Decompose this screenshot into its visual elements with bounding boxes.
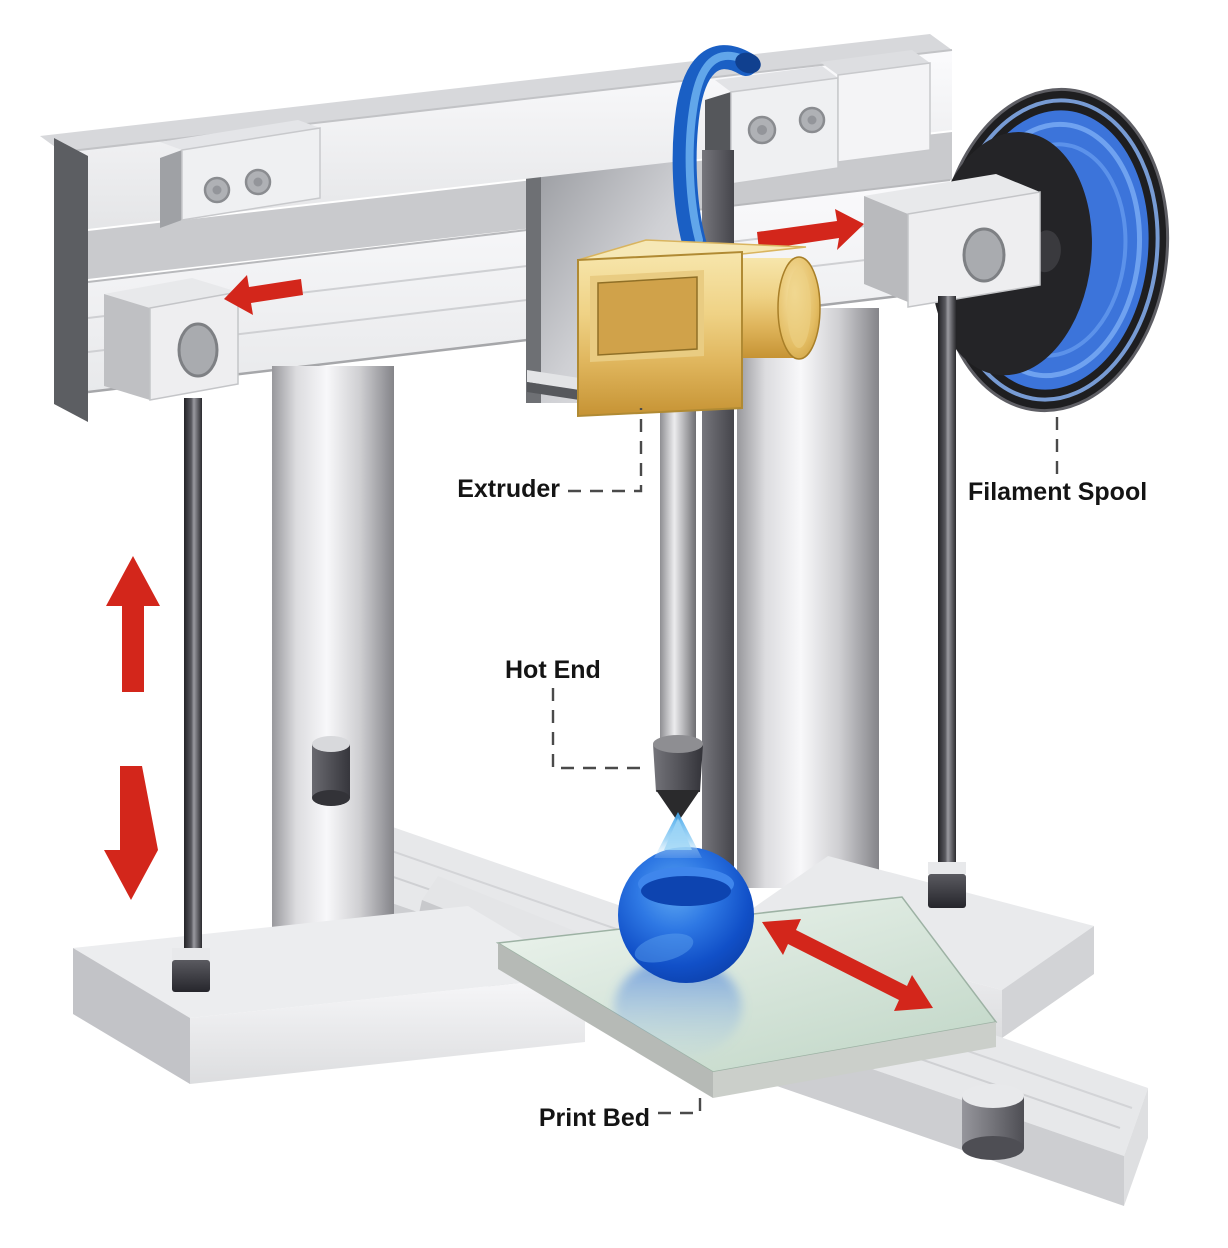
tube-end — [735, 52, 761, 74]
bracket-top-face — [715, 66, 838, 92]
bed-side-left — [498, 943, 713, 1098]
label-filament-spool: Filament Spool — [968, 478, 1147, 506]
right-column — [737, 308, 879, 888]
screw-center — [212, 185, 222, 195]
screw-center — [253, 177, 263, 187]
z-rod-right — [928, 296, 966, 908]
leader-print-bed — [658, 1094, 702, 1115]
sphere-highlight — [634, 933, 694, 963]
arrow-bed-icon — [762, 919, 933, 1011]
label-hot-end: Hot End — [505, 656, 601, 684]
extruder-motor — [742, 256, 821, 360]
screw-center — [807, 115, 817, 125]
bracket-step-front — [837, 62, 931, 163]
hot-end-nozzle — [653, 735, 703, 822]
hot-end-top — [653, 735, 703, 753]
z-rod-left — [172, 398, 210, 992]
slab-front — [190, 976, 585, 1084]
print-sphere — [618, 847, 754, 983]
x-carriage-right — [864, 174, 1041, 308]
rod-collar — [172, 948, 210, 960]
motor-end-highlight — [787, 268, 811, 348]
arrow-down-icon — [104, 766, 158, 900]
extruder-barrel — [660, 406, 696, 748]
tube-highlight — [685, 52, 744, 244]
annotations: Extruder Hot End Filament Spool Print Be… — [457, 408, 1147, 1132]
leader-hot-end — [551, 688, 648, 770]
platform-front-right — [1002, 926, 1094, 1038]
melt-glow — [654, 812, 702, 858]
carriage-hole — [177, 322, 219, 378]
left-column — [272, 366, 394, 938]
rail-peg-left — [312, 736, 350, 806]
label-extruder: Extruder — [457, 475, 560, 503]
rail-peg-right — [962, 1084, 1024, 1160]
x-carriage-left — [104, 278, 239, 401]
carriage-hole — [962, 227, 1006, 283]
rod-foot — [172, 960, 210, 992]
filament-spool — [930, 87, 1170, 413]
print-bed-glass — [495, 896, 998, 1098]
screw-center — [757, 125, 767, 135]
extruder-assembly — [527, 239, 821, 858]
base-platform-left — [73, 906, 585, 1084]
bracket-top-face — [160, 120, 320, 150]
melt-glow-core — [664, 818, 692, 850]
carriage-top-face — [104, 278, 238, 308]
carriage-left-face — [864, 196, 908, 302]
extruder-window — [597, 276, 698, 356]
bed-side-right — [713, 1022, 996, 1098]
x-rail-face — [88, 180, 950, 392]
nozzle-cone — [656, 790, 700, 822]
bracket-front-face — [730, 77, 839, 185]
label-print-bed: Print Bed — [539, 1104, 650, 1132]
sphere-dimple — [641, 876, 731, 906]
peg-bottom — [962, 1136, 1024, 1160]
carriage-top-face — [864, 174, 1040, 214]
carriage-left-face — [104, 294, 150, 400]
leader-extruder — [568, 408, 643, 493]
frame-left-endcap — [54, 138, 88, 422]
rail-top-edge — [87, 179, 951, 283]
peg-bottom — [312, 790, 350, 806]
arrow-up-icon — [106, 556, 160, 692]
extruder-body — [577, 239, 807, 418]
rail-end-face — [1124, 1088, 1148, 1206]
bracket-side-face — [160, 150, 182, 228]
rod-collar — [928, 862, 966, 874]
peg-top — [962, 1084, 1024, 1108]
slab-left-side — [73, 948, 190, 1084]
peg-top — [312, 736, 350, 752]
arrow-right-icon — [757, 209, 864, 250]
rod-foot — [928, 874, 966, 908]
mount-bracket-left — [160, 120, 321, 228]
bracket-step-top — [820, 50, 930, 75]
arrow-left-icon — [224, 275, 303, 315]
